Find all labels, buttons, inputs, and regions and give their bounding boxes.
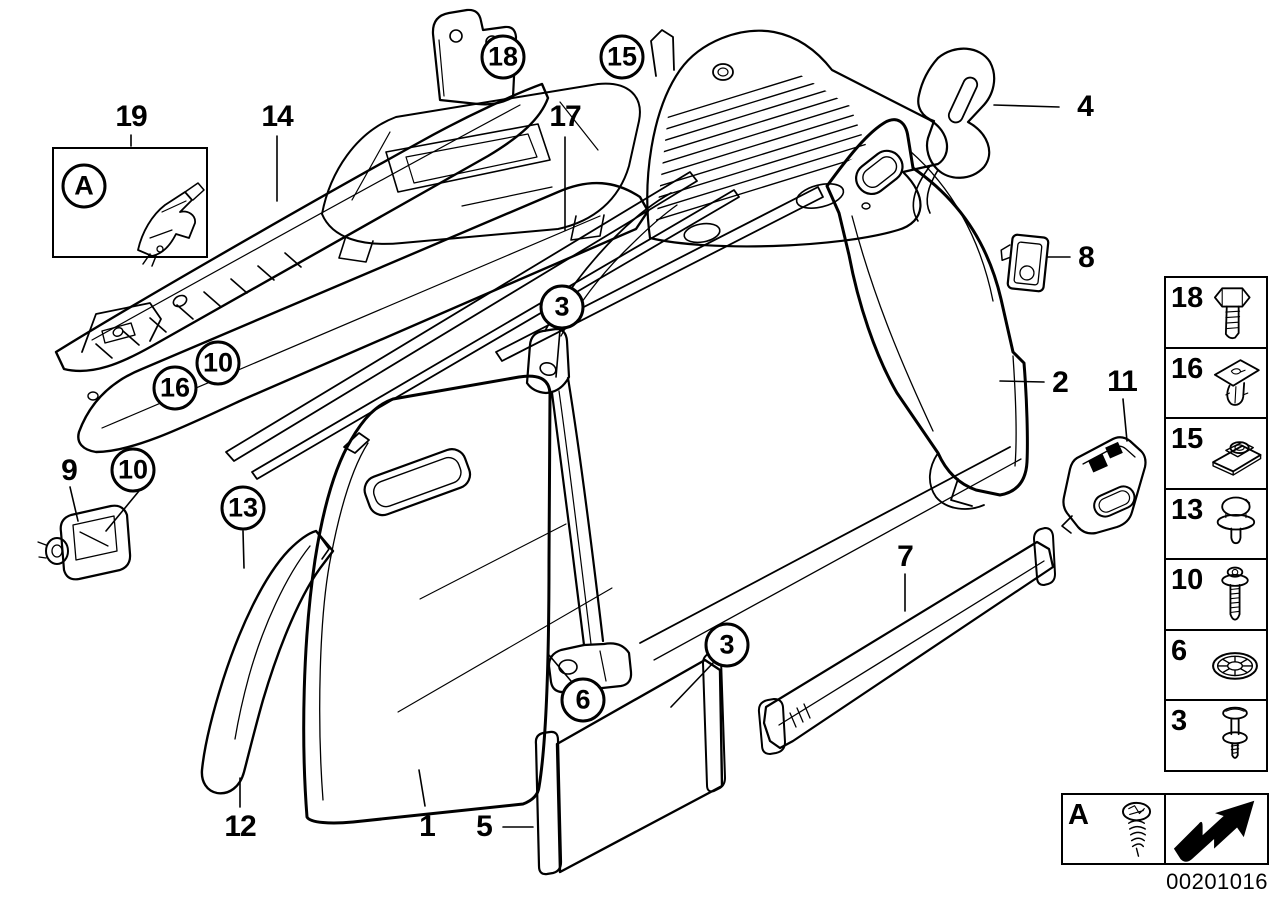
image-id: 00201016 (1166, 869, 1268, 894)
legend-row-A: A (1061, 793, 1166, 865)
callout-7: 7 (897, 540, 914, 573)
detail-box-19 (52, 147, 208, 258)
callout-12: 12 (224, 810, 256, 843)
part-4-belt-cover (912, 47, 996, 222)
part-12-pillar-strip (200, 529, 335, 795)
legend-row-15: 15 (1164, 417, 1268, 490)
part-7-sill-strip (757, 527, 1056, 755)
callout-1: 1 (419, 810, 436, 843)
callout-4: 4 (1077, 90, 1094, 123)
part-11-latch (1061, 436, 1147, 535)
expansion-screw-icon (1222, 706, 1248, 759)
part-15-grille-trim (646, 29, 948, 248)
part-17-strip (225, 171, 824, 480)
callout-8: 8 (1078, 241, 1095, 274)
legend-label-13: 13 (1171, 493, 1204, 526)
clip-rivet-icon (1216, 496, 1256, 545)
legend-row-3: 3 (1164, 699, 1268, 772)
cage-nut-icon (1212, 440, 1262, 476)
hex-bolt-icon (1213, 286, 1251, 339)
part-9-bracket (37, 504, 132, 581)
legend-label-3: 3 (1171, 705, 1188, 737)
legend-label-A: A (1068, 799, 1089, 831)
callout-9: 9 (61, 454, 78, 487)
rail-mechanism-cluster (321, 82, 641, 263)
legend-row-10: 10 (1164, 558, 1268, 631)
callout-14: 14 (261, 100, 293, 133)
legend-row-18: 18 (1164, 276, 1268, 349)
callout-circled-3a: 3 (539, 284, 585, 330)
legend-label-18: 18 (1171, 282, 1204, 314)
part-1-trim-panel (302, 374, 613, 825)
legend-label-6: 6 (1171, 634, 1188, 667)
callout-5: 5 (476, 810, 493, 843)
part-8-cover (1000, 233, 1050, 293)
callout-11: 11 (1107, 365, 1138, 398)
expansion-rivet-icon (1213, 359, 1260, 406)
callout-circled-13: 13 (220, 485, 266, 531)
fastener-legend: 18 16 15 (1164, 276, 1268, 772)
callout-17: 17 (549, 100, 581, 133)
legend-row-16: 16 (1164, 346, 1268, 420)
callout-circled-10b: 10 (110, 447, 156, 493)
callout-circled-6: 6 (560, 677, 606, 723)
callout-19: 19 (115, 100, 147, 133)
part-14-rail (54, 82, 550, 373)
callout-circled-16: 16 (152, 365, 198, 411)
callout-circled-18: 18 (480, 34, 526, 80)
direction-arrow-box (1163, 793, 1269, 865)
callout-circled-3b: 3 (704, 622, 750, 668)
callout-2: 2 (1052, 366, 1069, 399)
torx-screw-icon (1221, 566, 1249, 621)
part-2-quarter-panel (639, 118, 1029, 661)
callout-circled-10a: 10 (195, 340, 241, 386)
callout-circled-15: 15 (599, 34, 645, 80)
legend-label-15: 15 (1171, 423, 1204, 455)
leader-lines (69, 104, 1128, 828)
oval-head-screw-icon (1121, 801, 1152, 857)
legend-row-13: 13 (1164, 487, 1268, 561)
direction-arrow-icon (1173, 800, 1255, 862)
legend-label-10: 10 (1171, 564, 1204, 596)
spring-washer-icon (1212, 652, 1258, 680)
legend-row-6: 6 (1164, 628, 1268, 702)
legend-label-16: 16 (1171, 352, 1204, 385)
callout-circled-A: A (61, 163, 107, 209)
